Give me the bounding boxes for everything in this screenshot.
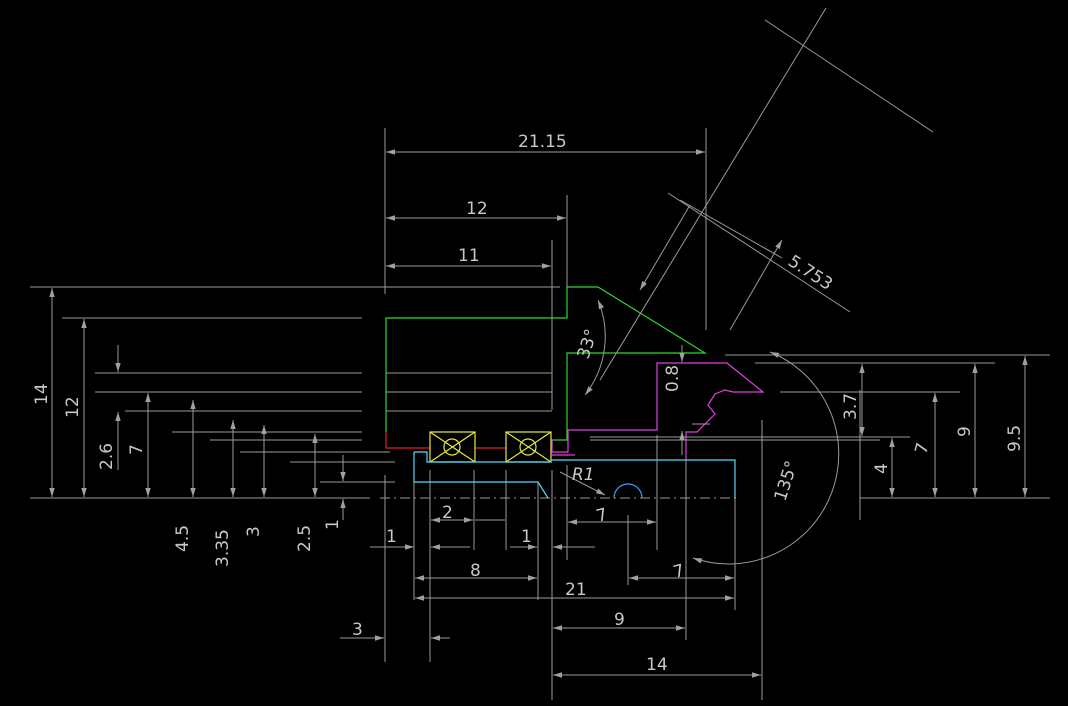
right-dimension-lines: [679, 345, 1028, 497]
top-dimension-lines: [386, 149, 705, 269]
left-dimension-lines: [49, 288, 346, 520]
dim-3-7: 3.7: [841, 393, 861, 420]
dim-14-left: 14: [32, 383, 52, 405]
dim-1-left: 1: [323, 519, 343, 530]
dim-2-6: 2.6: [97, 443, 117, 470]
dim-12-left: 12: [63, 396, 83, 418]
r1-arc: [613, 483, 643, 499]
slanted-dimension-lines: [559, 7, 934, 496]
dim-3-left: 3: [244, 526, 264, 537]
dim-3-bottom: 3: [352, 620, 363, 640]
dim-21-15: 21.15: [518, 132, 567, 152]
dim-12-top: 12: [466, 199, 488, 219]
dim-5-753: 5.753: [784, 251, 836, 294]
dim-3-35: 3.35: [213, 529, 233, 567]
red-base-outline: [385, 432, 506, 449]
dim-7-left: 7: [127, 444, 147, 455]
dim-7-bottom-b: 7: [671, 561, 687, 583]
dim-4-right: 4: [872, 463, 892, 474]
angle-135: 135°: [771, 458, 803, 503]
dim-1-bottom-b: 1: [521, 527, 532, 547]
dim-0-8: 0.8: [663, 365, 683, 392]
dim-2-5: 2.5: [295, 525, 315, 552]
extension-lines: [30, 128, 1050, 700]
dim-7-right: 7: [912, 441, 934, 457]
dim-8-bottom: 8: [470, 561, 481, 581]
dim-2-bottom: 2: [442, 503, 453, 523]
dim-9-bottom: 9: [614, 610, 625, 630]
dim-1-bottom-a: 1: [386, 527, 397, 547]
dim-21-bottom: 21: [565, 580, 587, 600]
dim-11-top: 11: [458, 246, 480, 266]
dim-7-bottom-a: 7: [594, 505, 610, 527]
bearing-right: [505, 431, 552, 463]
dim-4-5: 4.5: [173, 525, 193, 552]
radius-r1: R1: [572, 465, 595, 485]
dim-14-bottom: 14: [646, 655, 668, 675]
bearing-left: [429, 431, 476, 463]
dim-9-right: 9: [955, 426, 975, 437]
bottom-dimension-lines: [340, 517, 761, 678]
angle-33-arc: [584, 299, 606, 396]
green-housing-outline: [385, 286, 708, 448]
angle-33: 33°: [574, 327, 602, 362]
angle-135-arc: [692, 351, 840, 565]
dim-9-5: 9.5: [1005, 425, 1025, 452]
dimension-labels: 21.15 12 11 5.753 33° 135° R1 14 12 2.6 …: [32, 132, 1025, 675]
